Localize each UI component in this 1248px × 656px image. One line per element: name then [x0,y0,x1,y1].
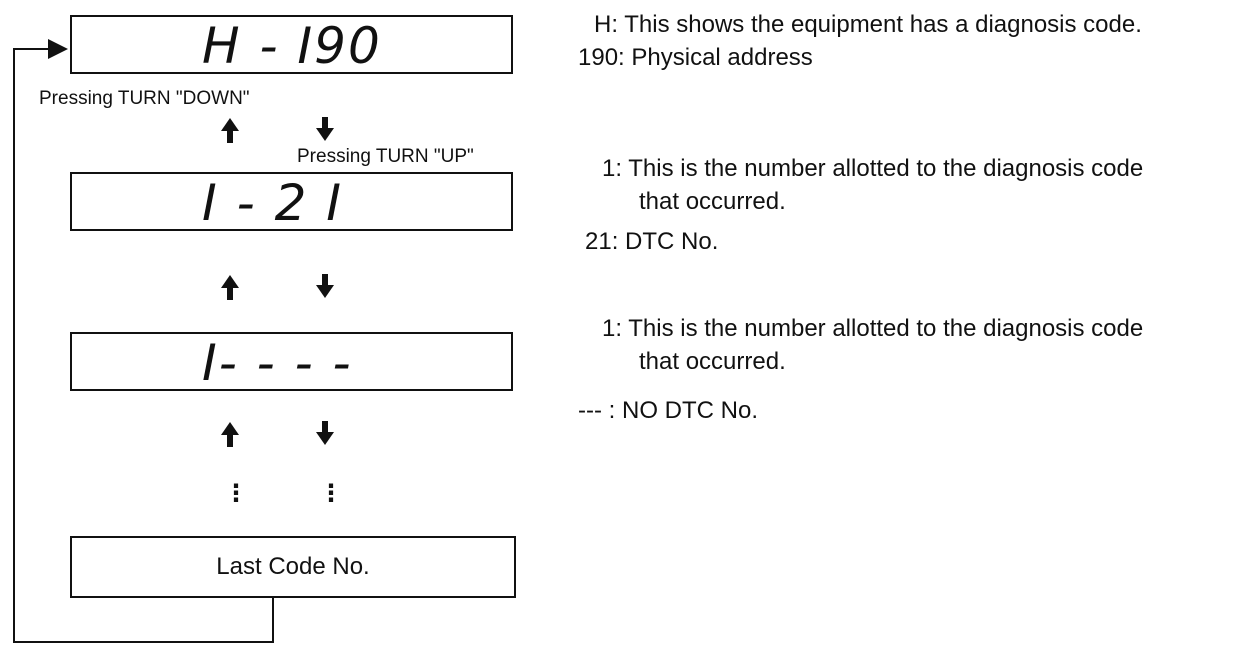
desc-physical-address: 190: Physical address [578,42,813,73]
desc-dtc-no: 21: DTC No. [585,226,718,257]
up-arrow-2 [221,275,239,300]
desc-addr-text: Physical address [631,44,813,71]
desc-h-code: H: This shows the equipment has a diagno… [594,9,1142,40]
desc-nodtc-text: NO DTC No. [621,397,758,424]
last-code-label: Last Code No. [216,553,370,580]
display-text-2: I - 2 I [202,174,344,232]
down-arrow-3 [316,421,334,445]
desc-number-1: 1: This is the number allotted to the di… [602,153,1143,184]
desc-h-key: H: [594,11,618,38]
desc-number-1-cont: that occurred. [639,186,786,217]
desc-num1-key: 1: [602,155,623,182]
display-box-no-dtc: I- - - - [70,332,513,391]
desc-num1-line2: that occurred. [639,188,786,215]
display-text-3: I- - - - [202,334,353,392]
display-text-1: H - I90 [202,17,382,75]
desc-h-text: This shows the equipment has a diagnosis… [624,11,1142,38]
display-box-dtc: I - 2 I [70,172,513,231]
loop-return-line [13,39,274,643]
desc-addr-key: 190: [578,44,625,71]
desc-num2-line1: This is the number allotted to the diagn… [628,315,1144,342]
desc-number-2: 1: This is the number allotted to the di… [602,313,1143,344]
desc-num1-line1: This is the number allotted to the diagn… [628,155,1144,182]
desc-number-2-cont: that occurred. [639,346,786,377]
continuation-dots-left: ⋮ [224,480,248,507]
up-arrow-1 [221,118,239,143]
down-arrow-2 [316,274,334,298]
desc-no-dtc: --- : NO DTC No. [578,395,758,426]
desc-num2-key: 1: [602,315,623,342]
up-arrow-3 [221,422,239,447]
last-code-box: Last Code No. [70,536,516,598]
continuation-dots-right: ⋮ [319,480,343,507]
display-box-physical-address: H - I90 [70,15,513,74]
desc-dtc-key: 21: [585,228,619,255]
label-press-down: Pressing TURN "DOWN" [39,88,250,109]
desc-nodtc-key: --- : [578,397,616,424]
label-press-up: Pressing TURN "UP" [297,146,474,167]
desc-num2-line2: that occurred. [639,348,786,375]
desc-dtc-text: DTC No. [625,228,719,255]
down-arrow-1 [316,117,334,141]
